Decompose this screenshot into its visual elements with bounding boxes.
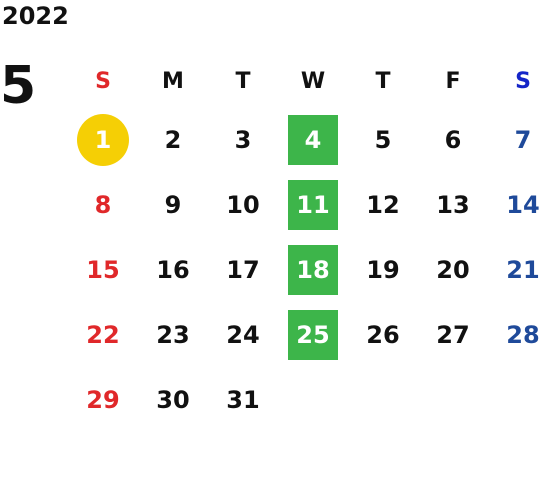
day-cell-empty [278,375,348,425]
month-number: 5 [0,56,37,116]
day-cell[interactable]: 9 [164,190,182,219]
week-row: 22 23 24 25 26 27 28 [68,302,548,367]
day-cell[interactable]: 28 [506,320,540,349]
week-row: 8 9 10 11 12 13 14 [68,172,548,237]
weekday-saturday: S [515,68,531,94]
day-cell[interactable]: 17 [226,255,260,284]
day-cell[interactable]: 13 [436,190,470,219]
day-cell[interactable]: 4 [278,114,348,165]
year-label: 2022 [2,2,69,30]
day-cell[interactable]: 16 [156,255,190,284]
week-row: 15 16 17 18 19 20 21 [68,237,548,302]
week-row: 29 30 31 [68,367,548,432]
day-cell[interactable]: 31 [226,385,260,414]
weekday-header-row: S M T W T F S [68,55,548,107]
day-number: 18 [288,244,338,295]
day-cell-empty [348,375,418,425]
day-cell[interactable]: 27 [436,320,470,349]
weekday-friday: F [445,68,461,94]
day-cell[interactable]: 18 [278,244,348,295]
weekday-tuesday: T [235,68,251,94]
day-cell[interactable]: 24 [226,320,260,349]
weekday-wednesday: W [300,68,326,94]
day-number: 11 [288,179,338,230]
weekday-monday: M [162,68,184,94]
day-cell-empty [418,375,488,425]
day-cell[interactable]: 25 [278,309,348,360]
day-cell[interactable]: 12 [366,190,400,219]
day-cell[interactable]: 21 [506,255,540,284]
day-cell[interactable]: 1 [68,113,138,166]
day-cell[interactable]: 22 [86,320,120,349]
day-cell[interactable]: 7 [514,125,532,154]
day-cell[interactable]: 14 [506,190,540,219]
day-number: 1 [77,113,129,166]
day-cell[interactable]: 5 [374,125,392,154]
day-cell[interactable]: 23 [156,320,190,349]
day-number: 25 [288,309,338,360]
day-cell[interactable]: 26 [366,320,400,349]
day-cell[interactable]: 3 [234,125,252,154]
day-cell[interactable]: 29 [86,385,120,414]
day-cell[interactable]: 20 [436,255,470,284]
day-cell[interactable]: 6 [444,125,462,154]
weekday-sunday: S [95,68,111,94]
day-cell[interactable]: 15 [86,255,120,284]
day-cell[interactable]: 19 [366,255,400,284]
day-cell-empty [488,375,548,425]
day-cell[interactable]: 30 [156,385,190,414]
day-cell[interactable]: 10 [226,190,260,219]
week-row: 1 2 3 4 5 6 7 [68,107,548,172]
day-number: 4 [288,114,338,165]
weekday-thursday: T [375,68,391,94]
day-cell[interactable]: 8 [94,190,112,219]
day-cell[interactable]: 11 [278,179,348,230]
calendar-grid: S M T W T F S 1 2 3 4 5 6 7 8 9 10 11 12… [68,55,548,432]
day-cell[interactable]: 2 [164,125,182,154]
